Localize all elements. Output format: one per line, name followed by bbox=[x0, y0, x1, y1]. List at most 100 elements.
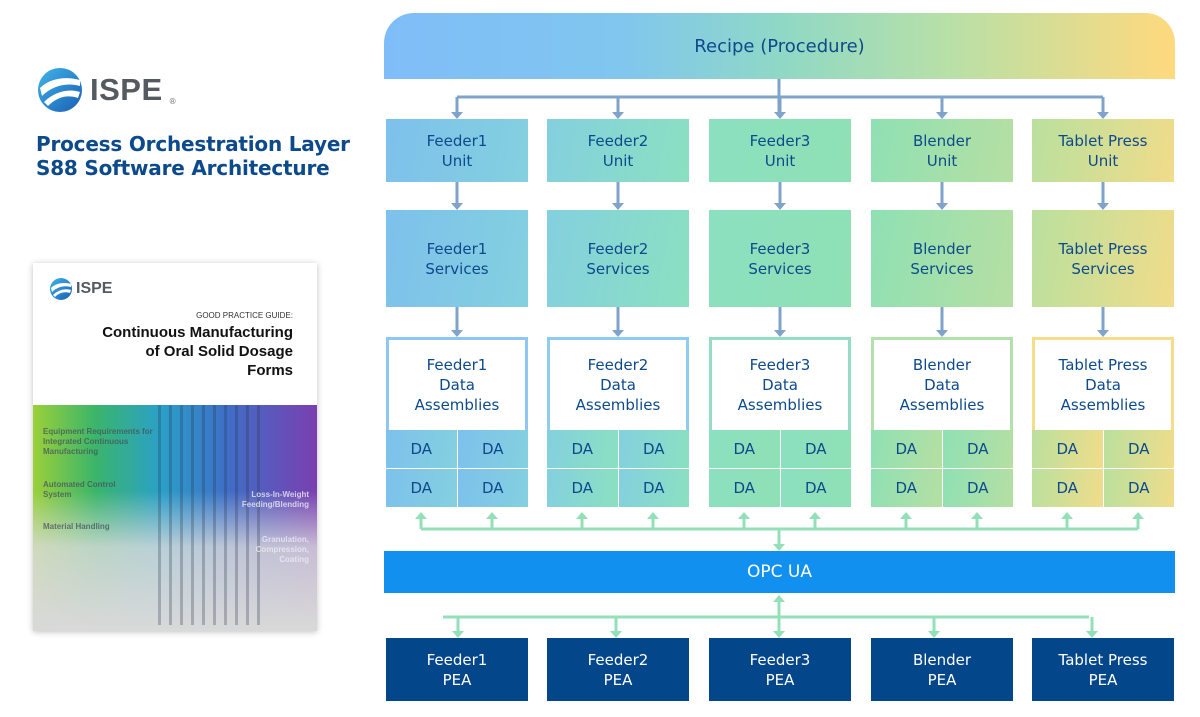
arrow-down-icon bbox=[773, 631, 785, 638]
data-assembly-cell: DA bbox=[457, 430, 528, 468]
arrow-down-icon bbox=[451, 330, 463, 337]
data-assembly-cell: DA bbox=[618, 430, 689, 468]
pea-label: Tablet Press PEA bbox=[1058, 650, 1148, 689]
arrow-up-icon bbox=[971, 512, 983, 519]
tablet-press-pea-box: Tablet Press PEA bbox=[1032, 638, 1174, 701]
data-assembly-cell: DA bbox=[871, 469, 942, 507]
arrow-down-icon bbox=[936, 330, 948, 337]
data-assemblies-label: Feeder3 Data Assemblies bbox=[737, 356, 823, 414]
feeder3-pea-box: Feeder3 PEA bbox=[709, 638, 851, 701]
data-assemblies-title: Blender Data Assemblies bbox=[871, 337, 1013, 430]
cover-subtitle: GOOD PRACTICE GUIDE: bbox=[196, 311, 293, 320]
feeder3-services-box: Feeder3 Services bbox=[709, 210, 851, 307]
cover-logo-text: ISPE bbox=[76, 280, 113, 297]
data-assembly-cell: DA bbox=[457, 469, 528, 507]
arrow-down-icon bbox=[774, 203, 786, 210]
arrow-down-icon bbox=[610, 631, 622, 638]
arrow-down-icon bbox=[612, 112, 624, 119]
arrow-down-icon bbox=[773, 544, 785, 551]
data-assembly-cell: DA bbox=[386, 430, 457, 468]
arrow-up-icon bbox=[576, 512, 588, 519]
arrow-down-icon bbox=[936, 203, 948, 210]
blender-pea-box: Blender PEA bbox=[871, 638, 1013, 701]
pea-label: Blender PEA bbox=[912, 650, 972, 689]
data-assembly-cell: DA bbox=[386, 469, 457, 507]
data-assembly-cell: DA bbox=[1032, 469, 1103, 507]
feeder2-services-box: Feeder2 Services bbox=[547, 210, 689, 307]
cover-label-granulation: Granulation, Compression, Coating bbox=[255, 535, 309, 564]
arrow-up-icon bbox=[486, 512, 498, 519]
arrow-down-icon bbox=[612, 330, 624, 337]
data-assembly-cell: DA bbox=[1103, 469, 1174, 507]
data-assemblies-title: Tablet Press Data Assemblies bbox=[1032, 337, 1174, 430]
arrow-up-icon bbox=[415, 512, 427, 519]
feeder1-pea-box: Feeder1 PEA bbox=[386, 638, 528, 701]
unit-label: Feeder3 Unit bbox=[749, 131, 811, 170]
title-line-2: S88 Software Architecture bbox=[36, 156, 330, 180]
blender-services-box: Blender Services bbox=[871, 210, 1013, 307]
cover-machinery-illustration: Equipment Requirements for Integrated Co… bbox=[33, 405, 317, 631]
arrow-down-icon bbox=[1097, 203, 1109, 210]
arrow-down-icon bbox=[451, 203, 463, 210]
arrow-up-icon bbox=[738, 512, 750, 519]
data-assembly-cell: DA bbox=[709, 430, 780, 468]
arrow-down-icon bbox=[1086, 631, 1098, 638]
cover-label-control: Automated Control System bbox=[43, 480, 116, 499]
feeder1-unit-box: Feeder1 Unit bbox=[386, 119, 528, 182]
data-assemblies-title: Feeder2 Data Assemblies bbox=[547, 337, 689, 430]
opc-ua-bar: OPC UA bbox=[384, 551, 1175, 593]
data-assemblies-label: Blender Data Assemblies bbox=[899, 356, 985, 414]
services-label: Tablet Press Services bbox=[1058, 239, 1148, 278]
services-label: Feeder2 Services bbox=[586, 239, 650, 278]
cover-label-equipment: Equipment Requirements for Integrated Co… bbox=[43, 427, 153, 456]
arrow-down-icon bbox=[452, 631, 464, 638]
cover-title-line-2: of Oral Solid Dosage bbox=[145, 343, 293, 360]
arrow-down-icon bbox=[928, 631, 940, 638]
tablet-press-unit-box: Tablet Press Unit bbox=[1032, 119, 1174, 182]
arrow-down-icon bbox=[612, 203, 624, 210]
services-label: Feeder3 Services bbox=[748, 239, 812, 278]
data-assembly-cell: DA bbox=[780, 430, 851, 468]
title-line-1: Process Orchestration Layer bbox=[36, 132, 350, 156]
cover-title-line-3: Forms bbox=[247, 362, 293, 379]
ispe-globe-icon bbox=[38, 68, 82, 112]
data-assembly-cell: DA bbox=[547, 430, 618, 468]
arrow-down-icon bbox=[936, 112, 948, 119]
unit-label: Feeder1 Unit bbox=[426, 131, 488, 170]
cover-logo: ISPE bbox=[49, 277, 112, 301]
data-assemblies-title: Feeder1 Data Assemblies bbox=[386, 337, 528, 430]
feeder2-unit-box: Feeder2 Unit bbox=[547, 119, 689, 182]
unit-label: Feeder2 Unit bbox=[587, 131, 649, 170]
arrow-down-icon bbox=[1097, 112, 1109, 119]
data-assemblies-label: Tablet Press Data Assemblies bbox=[1058, 356, 1148, 414]
data-assembly-cell: DA bbox=[871, 430, 942, 468]
tablet-press-services-box: Tablet Press Services bbox=[1032, 210, 1174, 307]
arrow-down-icon bbox=[774, 330, 786, 337]
feeder2-pea-box: Feeder2 PEA bbox=[547, 638, 689, 701]
data-assembly-cell: DA bbox=[1103, 430, 1174, 468]
arrow-up-icon bbox=[647, 512, 659, 519]
arrow-up-icon bbox=[1061, 512, 1073, 519]
feeder3-unit-box: Feeder3 Unit bbox=[709, 119, 851, 182]
pea-label: Feeder1 PEA bbox=[426, 650, 488, 689]
data-assembly-cell: DA bbox=[547, 469, 618, 507]
cover-title-line-1: Continuous Manufacturing bbox=[102, 324, 293, 341]
data-assemblies-label: Feeder2 Data Assemblies bbox=[575, 356, 661, 414]
feeder1-services-box: Feeder1 Services bbox=[386, 210, 528, 307]
services-label: Blender Services bbox=[910, 239, 974, 278]
recipe-procedure-bar: Recipe (Procedure) bbox=[384, 13, 1175, 79]
data-assemblies-label: Feeder1 Data Assemblies bbox=[414, 356, 500, 414]
cover-label-liw: Loss-In-Weight Feeding/Blending bbox=[241, 490, 309, 509]
arrow-up-icon bbox=[809, 512, 821, 519]
pea-label: Feeder2 PEA bbox=[587, 650, 649, 689]
blender-unit-box: Blender Unit bbox=[871, 119, 1013, 182]
logo-text: ISPE bbox=[90, 72, 163, 107]
